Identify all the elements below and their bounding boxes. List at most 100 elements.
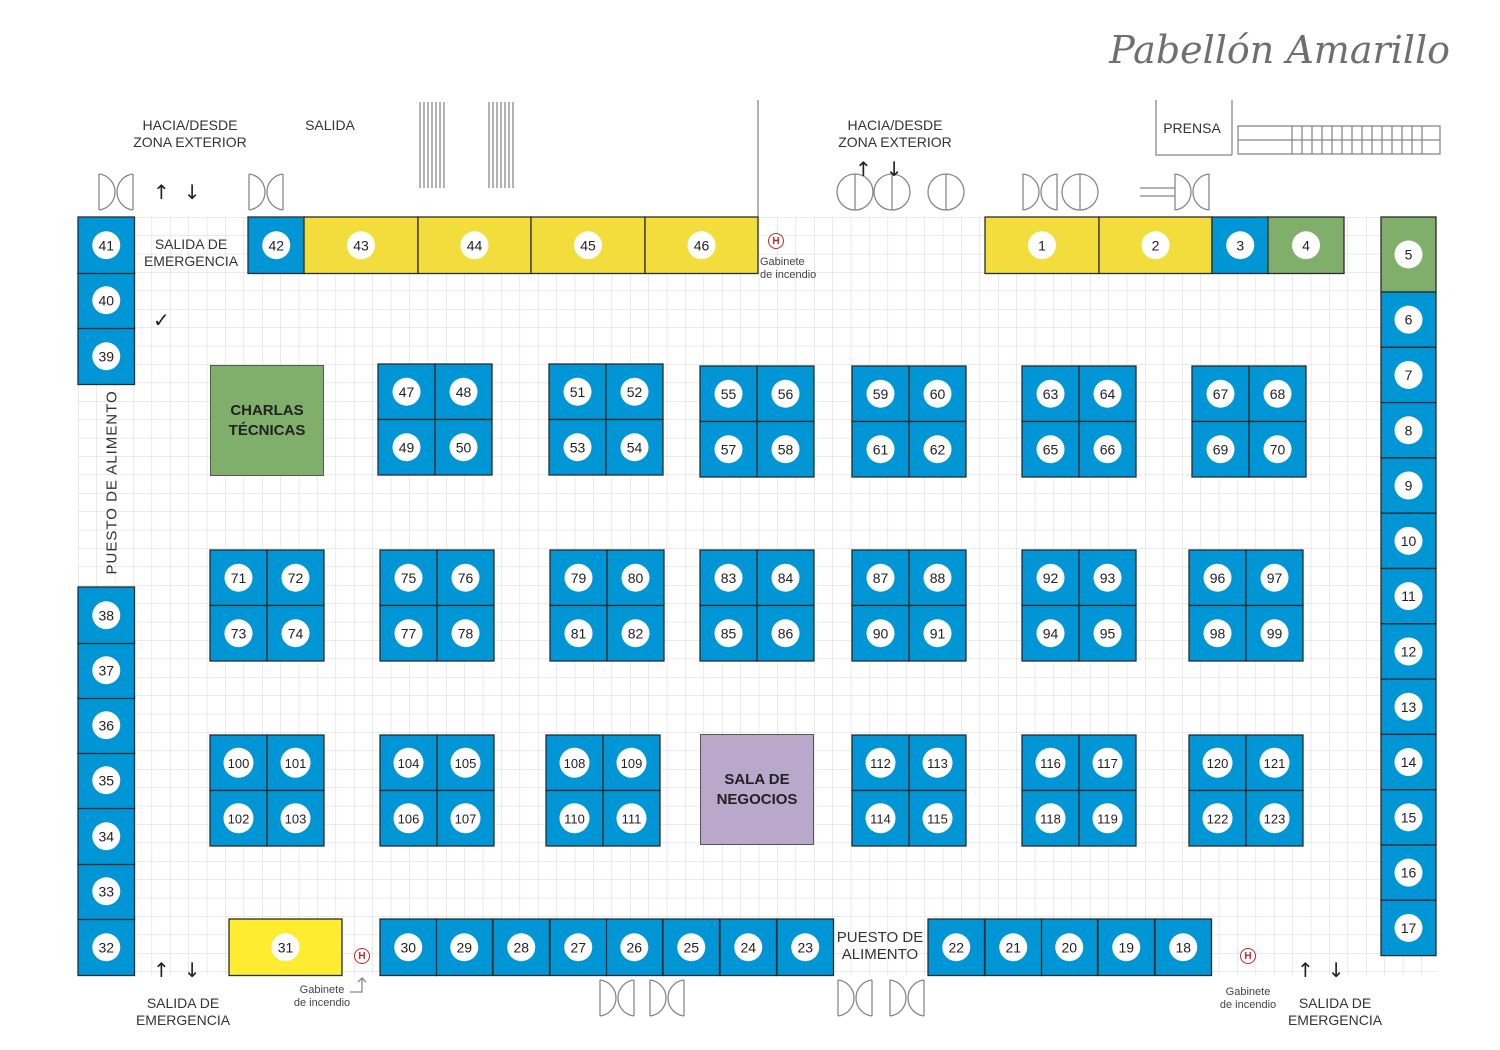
stand-box[interactable] [77, 918, 136, 977]
stand-73[interactable]: 73 [209, 604, 268, 662]
stand-103[interactable]: 103 [266, 789, 325, 847]
stand-62[interactable]: 62 [908, 420, 967, 478]
stand-58[interactable]: 58 [756, 420, 815, 478]
stand-65[interactable]: 65 [1021, 420, 1080, 478]
stand-110[interactable]: 110 [545, 789, 604, 847]
stand-59[interactable]: 59 [851, 365, 910, 423]
stand-7[interactable]: 7 [1380, 346, 1437, 404]
stand-45[interactable]: 45 [530, 216, 646, 275]
stand-1[interactable]: 1 [984, 216, 1100, 275]
stand-56[interactable]: 56 [756, 365, 815, 423]
stand-123[interactable]: 123 [1245, 789, 1304, 847]
stand-box[interactable] [908, 420, 967, 478]
stand-31[interactable]: 31 [228, 918, 343, 977]
stand-95[interactable]: 95 [1078, 604, 1137, 662]
stand-61[interactable]: 61 [851, 420, 910, 478]
stand-84[interactable]: 84 [756, 549, 815, 607]
stand-93[interactable]: 93 [1078, 549, 1137, 607]
stand-box[interactable] [908, 365, 967, 423]
stand-102[interactable]: 102 [209, 789, 268, 847]
stand-54[interactable]: 54 [605, 418, 664, 476]
stand-109[interactable]: 109 [602, 734, 661, 792]
stand-76[interactable]: 76 [436, 549, 495, 607]
stand-9[interactable]: 9 [1380, 457, 1437, 514]
stand-47[interactable]: 47 [377, 363, 436, 421]
stand-25[interactable]: 25 [662, 918, 721, 977]
stand-55[interactable]: 55 [699, 365, 758, 423]
stand-36[interactable]: 36 [77, 696, 136, 755]
stand-23[interactable]: 23 [776, 918, 835, 977]
stand-115[interactable]: 115 [908, 789, 967, 847]
stand-106[interactable]: 106 [379, 789, 438, 847]
stand-40[interactable]: 40 [77, 271, 136, 330]
stand-94[interactable]: 94 [1021, 604, 1080, 662]
stand-14[interactable]: 14 [1380, 733, 1437, 791]
stand-71[interactable]: 71 [209, 549, 268, 607]
stand-120[interactable]: 120 [1188, 734, 1247, 792]
stand-108[interactable]: 108 [545, 734, 604, 792]
stand-50[interactable]: 50 [434, 418, 493, 476]
stand-118[interactable]: 118 [1021, 789, 1080, 847]
stand-30[interactable]: 30 [379, 918, 438, 977]
stand-6[interactable]: 6 [1380, 291, 1437, 348]
stand-113[interactable]: 113 [908, 734, 967, 792]
stand-82[interactable]: 82 [606, 604, 665, 662]
stand-19[interactable]: 19 [1097, 918, 1156, 977]
stand-22[interactable]: 22 [927, 918, 986, 977]
stand-70[interactable]: 70 [1248, 420, 1307, 478]
stand-75[interactable]: 75 [379, 549, 438, 607]
stand-72[interactable]: 72 [266, 549, 325, 607]
stand-2[interactable]: 2 [1098, 216, 1213, 275]
stand-99[interactable]: 99 [1245, 604, 1304, 662]
stand-52[interactable]: 52 [605, 363, 664, 421]
stand-79[interactable]: 79 [549, 549, 608, 607]
stand-29[interactable]: 29 [435, 918, 494, 977]
stand-48[interactable]: 48 [434, 363, 493, 421]
stand-87[interactable]: 87 [851, 549, 910, 607]
stand-81[interactable]: 81 [549, 604, 608, 662]
stand-15[interactable]: 15 [1380, 789, 1437, 846]
stand-21[interactable]: 21 [984, 918, 1043, 977]
stand-51[interactable]: 51 [548, 363, 607, 421]
stand-116[interactable]: 116 [1021, 734, 1080, 792]
stand-33[interactable]: 33 [77, 862, 136, 921]
stand-43[interactable]: 43 [303, 216, 419, 275]
stand-57[interactable]: 57 [699, 420, 758, 478]
stand-78[interactable]: 78 [436, 604, 495, 662]
stand-17[interactable]: 17 [1380, 899, 1437, 957]
stand-10[interactable]: 10 [1380, 512, 1437, 570]
stand-35[interactable]: 35 [77, 751, 136, 810]
stand-16[interactable]: 16 [1380, 844, 1437, 901]
stand-104[interactable]: 104 [379, 734, 438, 792]
stand-53[interactable]: 53 [548, 418, 607, 476]
stand-49[interactable]: 49 [377, 418, 436, 476]
zone-charlas-tecnicas[interactable]: CHARLAS TÉCNICAS [210, 365, 324, 476]
stand-105[interactable]: 105 [436, 734, 495, 792]
stand-86[interactable]: 86 [756, 604, 815, 662]
stand-26[interactable]: 26 [605, 918, 664, 977]
stand-27[interactable]: 27 [549, 918, 608, 977]
stand-3[interactable]: 3 [1211, 216, 1270, 275]
stand-32[interactable]: 32 [77, 918, 136, 977]
stand-117[interactable]: 117 [1078, 734, 1137, 792]
stand-100[interactable]: 100 [209, 734, 268, 792]
stand-18[interactable]: 18 [1154, 918, 1213, 977]
stand-68[interactable]: 68 [1248, 365, 1307, 423]
stand-92[interactable]: 92 [1021, 549, 1080, 607]
stand-114[interactable]: 114 [851, 789, 910, 847]
stand-24[interactable]: 24 [719, 918, 778, 977]
stand-12[interactable]: 12 [1380, 623, 1437, 680]
stand-5[interactable]: 5 [1380, 216, 1437, 293]
zone-sala-negocios[interactable]: SALA DE NEGOCIOS [700, 734, 814, 845]
stand-122[interactable]: 122 [1188, 789, 1247, 847]
stand-41[interactable]: 41 [77, 216, 136, 275]
stand-box[interactable] [927, 918, 986, 977]
stand-box[interactable] [851, 604, 910, 662]
stand-66[interactable]: 66 [1078, 420, 1137, 478]
stand-88[interactable]: 88 [908, 549, 967, 607]
stand-38[interactable]: 38 [77, 586, 136, 645]
stand-112[interactable]: 112 [851, 734, 910, 792]
stand-77[interactable]: 77 [379, 604, 438, 662]
stand-39[interactable]: 39 [77, 327, 136, 386]
stand-28[interactable]: 28 [492, 918, 551, 977]
